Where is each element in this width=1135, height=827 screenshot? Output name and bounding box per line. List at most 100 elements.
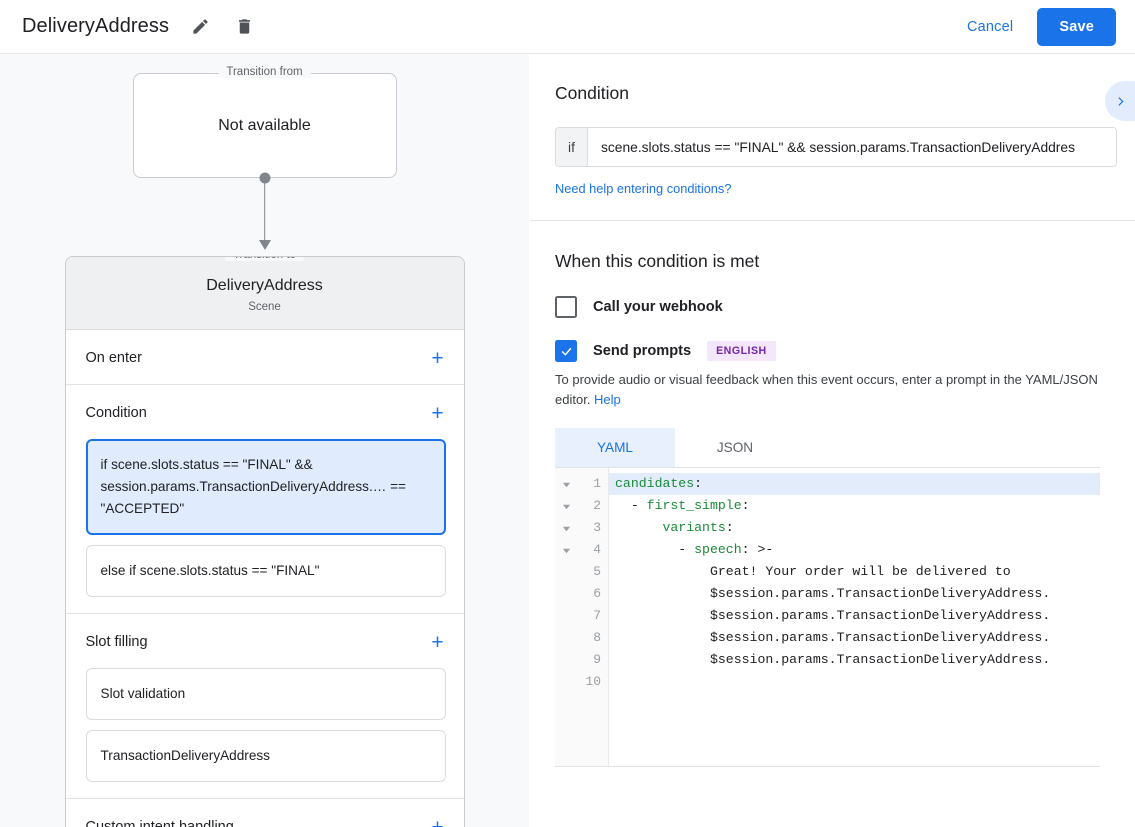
editor-tabs: YAML JSON — [555, 428, 1117, 468]
send-prompts-row: Send prompts ENGLISH — [555, 340, 1117, 362]
line-number: 8 — [593, 630, 601, 646]
condition-help-link[interactable]: Need help entering conditions? — [555, 181, 732, 196]
section-condition: Condition + if scene.slots.status == "FI… — [65, 385, 464, 615]
code-token-text: : — [694, 476, 703, 492]
slot-validation-item[interactable]: Slot validation — [85, 668, 446, 721]
code-token-text: : >- — [741, 542, 774, 558]
code-line[interactable]: - speech: >- — [615, 542, 774, 558]
call-webhook-checkbox[interactable] — [555, 296, 577, 318]
prompts-description-text: To provide audio or visual feedback when… — [555, 372, 1098, 408]
section-header-on-enter: On enter + — [66, 330, 464, 384]
slot-item-transaction-delivery-address[interactable]: TransactionDeliveryAddress — [85, 730, 446, 783]
add-on-enter-button[interactable]: + — [426, 346, 450, 370]
scene-header: DeliveryAddress Scene — [65, 257, 464, 330]
code-token-key: first_simple — [646, 498, 742, 514]
line-number: 3 — [593, 520, 601, 536]
fold-cell-empty — [555, 671, 577, 693]
trash-icon-glyph — [238, 19, 250, 34]
fold-arrow-icon[interactable] — [555, 539, 577, 561]
line-number: 6 — [593, 586, 601, 602]
tab-json[interactable]: JSON — [675, 428, 795, 467]
webhook-row: Call your webhook — [555, 296, 1117, 318]
section-header-slot-filling: Slot filling + — [66, 614, 464, 668]
fold-cell-empty — [555, 649, 577, 671]
section-title-condition: Condition — [85, 405, 147, 421]
code-line[interactable]: $session.params.TransactionDeliveryAddre… — [609, 649, 1100, 671]
section-on-enter: On enter + — [65, 330, 464, 385]
send-prompts-label: Send prompts — [593, 343, 692, 359]
prompts-description: To provide audio or visual feedback when… — [555, 370, 1117, 410]
section-header-custom-intent-handling: Custom intent handling + — [66, 799, 464, 827]
cancel-button[interactable]: Cancel — [955, 11, 1025, 43]
chevron-right-icon[interactable] — [1105, 81, 1135, 121]
pencil-icon[interactable] — [187, 14, 213, 40]
add-condition-button[interactable]: + — [426, 401, 450, 425]
tab-yaml[interactable]: YAML — [555, 428, 675, 468]
code-line[interactable]: Great! Your order will be delivered to — [609, 561, 1100, 583]
transition-to-card: Transition to DeliveryAddress Scene On e… — [64, 256, 465, 827]
pencil-icon-glyph — [192, 19, 208, 34]
save-button[interactable]: Save — [1037, 7, 1116, 46]
when-condition-met-section: When this condition is met Call your web… — [530, 221, 1135, 768]
condition-section: Condition if Need help entering conditio… — [530, 55, 1135, 220]
fold-arrow-icon[interactable] — [555, 473, 577, 495]
condition-input-row: if — [555, 127, 1117, 167]
send-prompts-checkbox[interactable] — [555, 340, 577, 362]
code-line[interactable] — [609, 671, 1100, 693]
connector-dot — [259, 172, 270, 184]
code-line[interactable]: $session.params.TransactionDeliveryAddre… — [609, 583, 1100, 605]
left-panel: Transition from Not available Transition… — [0, 55, 529, 827]
code-token-text: : — [725, 520, 734, 536]
code-token-text: $session.params.TransactionDeliveryAddre… — [709, 608, 1051, 624]
section-header-condition: Condition + — [66, 385, 464, 439]
prompts-help-link[interactable]: Help — [594, 392, 621, 408]
if-label: if — [556, 128, 588, 166]
section-body-condition: if scene.slots.status == "FINAL" && sess… — [66, 439, 464, 613]
code-token-text: Great! Your order will be delivered to — [709, 564, 1011, 580]
code-line[interactable]: $session.params.TransactionDeliveryAddre… — [609, 605, 1100, 627]
section-title-custom-intent-handling: Custom intent handling — [86, 819, 234, 827]
scene-type: Scene — [248, 301, 281, 313]
connector-arrow-icon — [258, 240, 271, 250]
code-line[interactable]: - first_simple: — [615, 498, 750, 514]
section-title-slot-filling: Slot filling — [85, 634, 148, 651]
code-line[interactable]: variants: — [609, 517, 1100, 539]
panel-divider — [530, 220, 1135, 221]
right-panel: Condition if Need help entering conditio… — [530, 55, 1135, 827]
trash-icon[interactable] — [231, 14, 257, 40]
transition-from-legend: Transition from — [218, 66, 311, 78]
fold-cell-empty — [555, 561, 577, 583]
page-title: DeliveryAddress — [22, 15, 170, 37]
fold-arrow-icon[interactable] — [555, 495, 577, 517]
code-token-key: variants — [662, 520, 726, 536]
scene-name: DeliveryAddress — [206, 277, 323, 294]
line-number: 9 — [593, 652, 601, 668]
fold-cell-empty — [555, 627, 577, 649]
transition-to-legend: Transition to — [225, 257, 304, 261]
checkmark-icon — [561, 347, 571, 356]
condition-input[interactable] — [588, 128, 1116, 166]
editor-code-area[interactable]: candidates: - first_simple: variants: - … — [609, 468, 1100, 766]
code-line[interactable]: candidates: — [609, 473, 1100, 496]
chevron-right-icon-glyph — [1117, 96, 1124, 106]
condition-item[interactable]: else if scene.slots.status == "FINAL" — [85, 545, 446, 598]
add-slot-filling-button[interactable]: + — [426, 630, 450, 654]
code-token-key: candidates — [615, 476, 695, 492]
section-slot-filling: Slot filling + Slot validation Transacti… — [65, 614, 464, 800]
code-token-key: speech — [694, 542, 742, 558]
condition-heading: Condition — [555, 83, 629, 103]
editor-fold-gutter[interactable] — [555, 468, 577, 767]
line-number: 5 — [593, 564, 601, 580]
call-webhook-label: Call your webhook — [593, 299, 723, 315]
add-custom-intent-handling-button[interactable]: + — [426, 815, 450, 827]
code-token-text: $session.params.TransactionDeliveryAddre… — [709, 586, 1051, 602]
code-token-text: $session.params.TransactionDeliveryAddre… — [709, 652, 1051, 668]
condition-item-selected[interactable]: if scene.slots.status == "FINAL" && sess… — [85, 439, 446, 536]
code-line[interactable]: $session.params.TransactionDeliveryAddre… — [609, 627, 1100, 649]
transition-from-card: Transition from Not available — [132, 66, 397, 178]
fold-cell-empty — [555, 583, 577, 605]
fold-arrow-icon[interactable] — [555, 517, 577, 539]
